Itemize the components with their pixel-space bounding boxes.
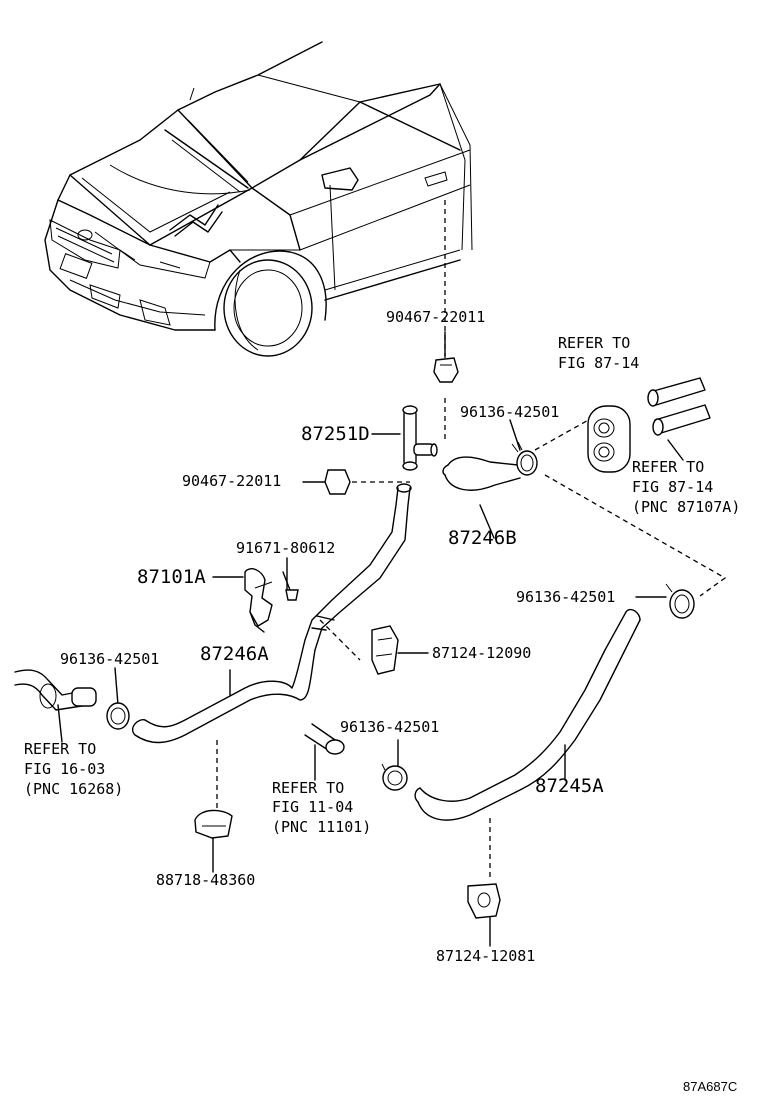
label-96136-42501-right: 96136-42501	[516, 588, 616, 606]
label-88718-48360: 88718-48360	[156, 871, 256, 889]
grommet-pipes	[647, 377, 711, 436]
bracket-87101A	[244, 568, 273, 633]
hose-87246A	[131, 483, 412, 744]
clip-90467-top	[433, 357, 459, 383]
label-refer-fig-11-04-line3: (PNC 11101)	[272, 818, 372, 836]
hose-87246B	[442, 456, 521, 491]
label-87124-12081: 87124-12081	[436, 947, 536, 965]
label-refer-fig-11-04-line1: REFER TO	[272, 779, 345, 797]
t-joint-87251D	[402, 405, 438, 471]
label-refer-fig-16-03-line3: (PNC 16268)	[24, 780, 124, 798]
label-refer-fig-16-03-line2: FIG 16-03	[24, 760, 106, 778]
label-refer-fig-87-14-b-line3: (PNC 87107A)	[632, 498, 741, 516]
clip-87124-12090	[371, 625, 399, 675]
label-90467-22011-mid: 90467-22011	[182, 472, 282, 490]
label-refer-fig-16-03-line1: REFER TO	[24, 740, 97, 758]
clamp-88718	[194, 809, 233, 839]
clamp-96136-right	[665, 583, 695, 619]
label-91671-80612: 91671-80612	[236, 539, 336, 557]
pipe-fig-16-03	[14, 669, 97, 711]
label-refer-fig-87-14-b-line1: REFER TO	[632, 458, 705, 476]
label-90467-22011-top: 90467-22011	[386, 308, 486, 326]
label-refer-fig-11-04-line2: FIG 11-04	[272, 798, 354, 816]
label-refer-fig-87-14-a-line1: REFER TO	[558, 334, 631, 352]
pipe-fig-11-04	[304, 723, 345, 755]
label-87251D: 87251D	[301, 423, 370, 445]
label-96136-42501-top: 96136-42501	[460, 403, 560, 421]
clamp-96136-top	[511, 441, 538, 476]
label-87124-12090: 87124-12090	[432, 644, 532, 662]
label-87246B: 87246B	[448, 527, 517, 549]
clip-90467-mid	[324, 469, 351, 495]
clamp-96136-center	[381, 763, 408, 791]
clamp-96136-left	[106, 702, 130, 730]
label-96136-42501-left: 96136-42501	[60, 650, 160, 668]
grommet	[587, 405, 631, 473]
hose-87245A	[414, 608, 641, 821]
bolt-91671	[282, 571, 299, 601]
label-87246A: 87246A	[200, 643, 269, 665]
car-illustration	[44, 41, 473, 357]
label-87101A: 87101A	[137, 566, 206, 588]
solid-leaders	[57, 331, 684, 947]
label-96136-42501-center: 96136-42501	[340, 718, 440, 736]
label-refer-fig-87-14-a-line2: FIG 87-14	[558, 354, 640, 372]
figure-code: 87A687C	[683, 1079, 738, 1094]
dashed-leaders	[216, 200, 727, 880]
label-87245A: 87245A	[535, 775, 604, 797]
label-refer-fig-87-14-b-line2: FIG 87-14	[632, 478, 714, 496]
clip-87124-12081	[467, 883, 501, 919]
